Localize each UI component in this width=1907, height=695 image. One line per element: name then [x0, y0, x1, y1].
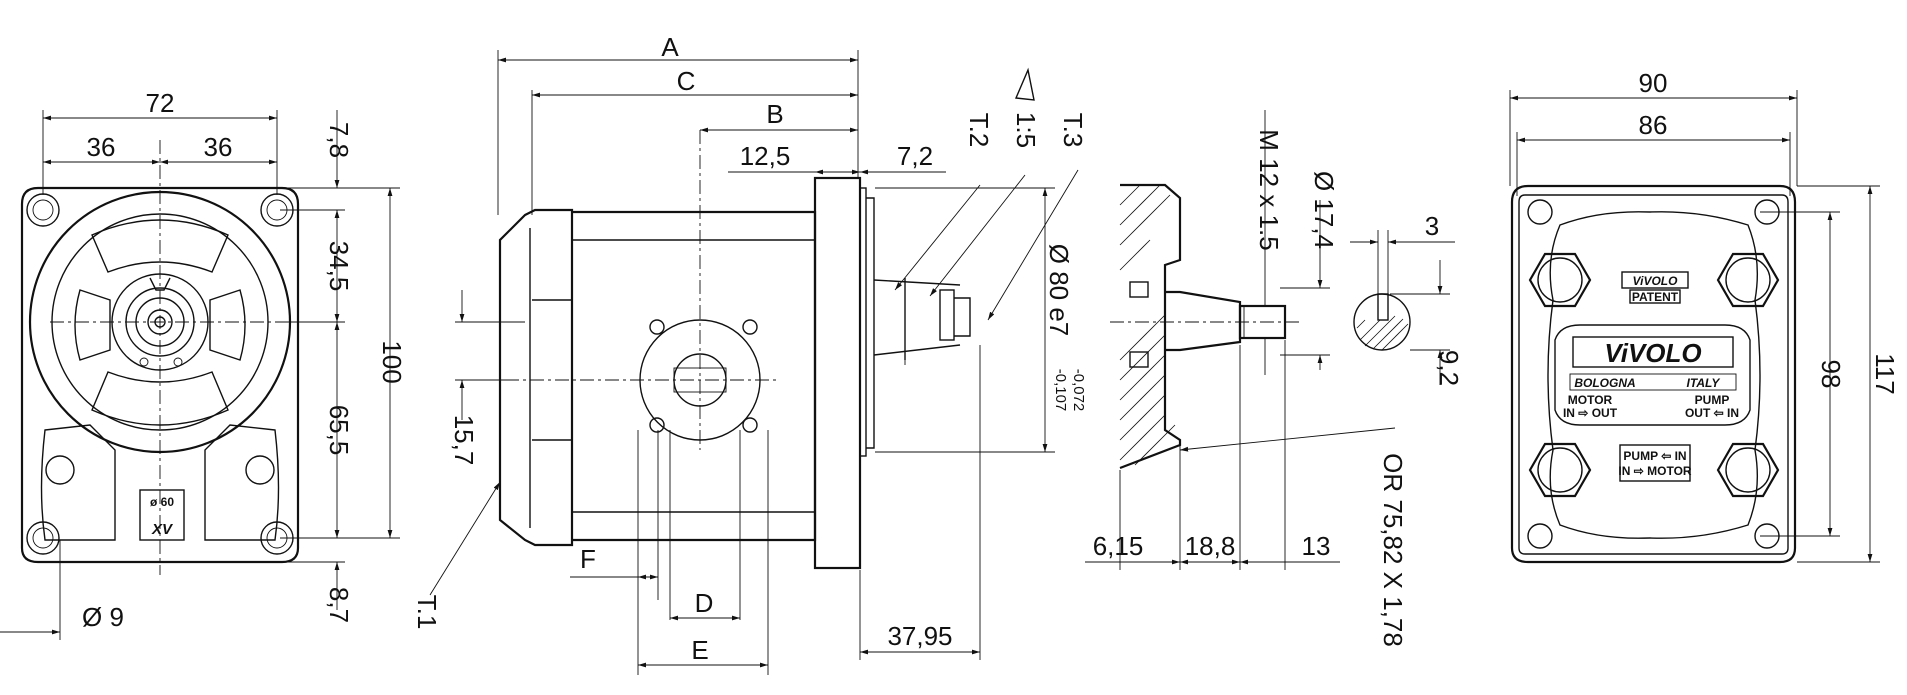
oring-spec: OR 75,82 X 1,78: [1378, 453, 1408, 647]
brand-city: BOLOGNA: [1574, 376, 1635, 390]
bolt-top-right: [1716, 252, 1780, 308]
dim-37-95: 37,95: [887, 621, 952, 651]
plate-pump-line: PUMP ⇦ IN: [1623, 449, 1686, 463]
dim-13: 13: [1302, 531, 1331, 561]
back-view: ViVOLO PATENT ViVOLO BOLOGNA ITALY MOTOR…: [1509, 68, 1900, 564]
thread-size: M 12 x 1.5: [1254, 129, 1284, 250]
dim-back-90: 90: [1639, 68, 1668, 98]
dim-36-left: 36: [87, 132, 116, 162]
dim-d: D: [695, 588, 714, 618]
tol-upper: -0,072: [1070, 369, 1087, 412]
dim-back-86: 86: [1639, 110, 1668, 140]
dim-pilot-80: Ø 80 e7: [1044, 244, 1074, 337]
patent-label: PATENT: [1632, 290, 1679, 304]
dim-e: E: [691, 635, 708, 665]
dim-a: A: [661, 32, 679, 62]
label-t1: T.1: [412, 595, 442, 630]
dim-34-5: 34,5: [324, 241, 354, 292]
dim-15-7: 15,7: [449, 415, 479, 466]
dim-hole-9: Ø 9: [82, 602, 124, 632]
dim-dia-17-4: Ø 17,4: [1309, 171, 1339, 249]
side-view: A C B 12,5 7,2 15,7 T.1 F D E: [412, 32, 1088, 675]
bolt-top-left: [1528, 252, 1592, 308]
brand-large: ViVOLO: [1604, 338, 1701, 368]
dim-6-15: 6,15: [1093, 531, 1144, 561]
label-t2: T.2: [964, 113, 994, 148]
dim-8-7: 8,7: [324, 587, 354, 623]
label-t3: T.3: [1058, 113, 1088, 148]
plate-motor-line: IN ⇨ MOTOR: [1618, 464, 1692, 478]
key-height: 9,2: [1434, 350, 1464, 386]
dim-36-right: 36: [204, 132, 233, 162]
front-view: ø 60 XV 72 36 36 7,8 34,5 65,5 100 8,7: [0, 88, 407, 640]
dim-b: B: [766, 99, 783, 129]
dim-72: 72: [146, 88, 175, 118]
dim-f: F: [580, 544, 596, 574]
brand-country: ITALY: [1687, 376, 1721, 390]
dim-7-8: 7,8: [324, 122, 354, 158]
dim-c: C: [677, 66, 696, 96]
bolt-bottom-left: [1528, 442, 1592, 498]
motor-label: MOTOR: [1568, 393, 1613, 407]
taper-ratio: 1:5: [1011, 112, 1041, 148]
dim-18-8: 18,8: [1185, 531, 1236, 561]
pump-label: PUMP: [1695, 393, 1730, 407]
pump-flow: OUT ⇦ IN: [1685, 406, 1739, 420]
shaft-section: M 12 x 1.5 Ø 17,4 6,15 18,8 13 OR 75,82 …: [1085, 110, 1464, 647]
badge-code: XV: [151, 521, 174, 538]
dim-65-5: 65,5: [324, 405, 354, 456]
brand-small: ViVOLO: [1633, 274, 1679, 288]
bolt-bottom-right: [1716, 442, 1780, 498]
dim-back-117: 117: [1870, 353, 1900, 394]
dim-back-98: 98: [1816, 360, 1846, 389]
key-width: 3: [1425, 211, 1439, 241]
motor-flow: IN ⇨ OUT: [1563, 406, 1618, 420]
dim-12-5: 12,5: [740, 141, 791, 171]
dim-100: 100: [377, 340, 407, 383]
badge-diameter: ø 60: [150, 495, 174, 509]
dim-7-2: 7,2: [897, 141, 933, 171]
tol-lower: -0,107: [1052, 369, 1069, 412]
